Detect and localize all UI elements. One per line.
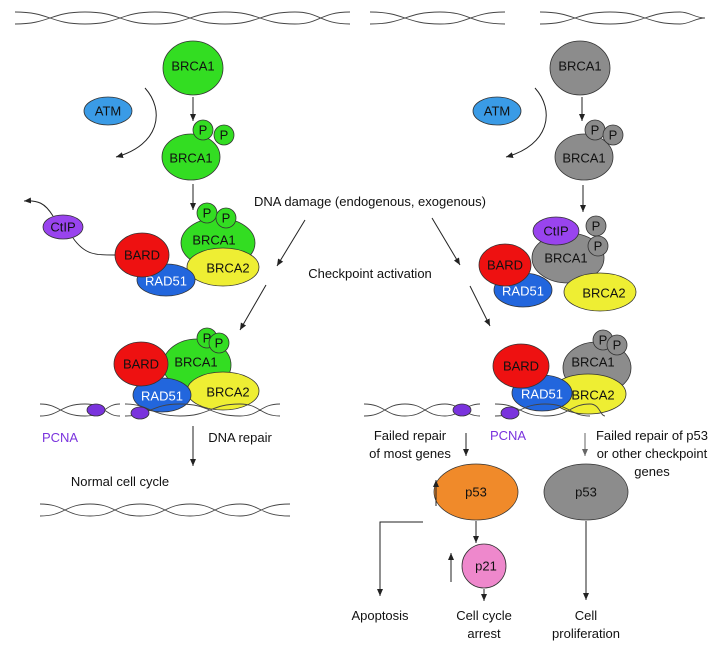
svg-text:BARD: BARD: [124, 248, 160, 263]
pcna-icon: [130, 406, 150, 420]
dna-repair-label: DNA repair: [208, 430, 272, 445]
pcna-label: PCNA: [490, 428, 526, 443]
svg-text:CtIP: CtIP: [543, 224, 568, 239]
cell-proliferation-label: Cell: [575, 608, 598, 623]
dna-helix-top: [14, 11, 706, 25]
svg-text:BRCA1: BRCA1: [174, 355, 217, 370]
apoptosis-label: Apoptosis: [351, 608, 409, 623]
svg-text:P: P: [599, 333, 608, 348]
ctip-node: CtIP: [42, 214, 84, 240]
left-pathway: BRCA1 ATM BRCA1 P P BRCA1 P P BRCA2 RAD5…: [23, 40, 291, 517]
svg-text:BRCA2: BRCA2: [206, 385, 249, 400]
svg-text:RAD51: RAD51: [141, 389, 183, 404]
svg-text:BRCA2: BRCA2: [582, 286, 625, 301]
svg-text:P: P: [199, 123, 208, 138]
svg-text:P: P: [613, 338, 622, 353]
svg-text:BRCA2: BRCA2: [571, 388, 614, 403]
failed-repair-p53-label-2: or other checkpoint: [597, 446, 708, 461]
svg-text:ATM: ATM: [484, 104, 510, 119]
svg-text:P: P: [215, 336, 224, 351]
right-pathway: BRCA1 ATM BRCA1 P P BRCA1 P P CtIP BRCA2…: [351, 40, 708, 641]
repair-complex-1: BRCA1 P P BRCA2 RAD51 BARD: [114, 202, 260, 297]
checkpoint-activation-label: Checkpoint activation: [308, 266, 432, 281]
svg-text:RAD51: RAD51: [521, 387, 563, 402]
svg-text:P: P: [222, 211, 231, 226]
svg-text:P: P: [203, 331, 212, 346]
brca1-node-inactive: BRCA1: [549, 40, 611, 96]
svg-text:P: P: [220, 128, 229, 143]
cell-cycle-arrest-label-2: arrest: [467, 626, 501, 641]
svg-text:p53: p53: [465, 485, 487, 500]
svg-text:ATM: ATM: [95, 104, 121, 119]
repair-complex-inactive-1: BRCA1 P P CtIP BRCA2 RAD51 BARD: [478, 215, 637, 312]
svg-text:BRCA1: BRCA1: [544, 251, 587, 266]
atm-node: ATM: [472, 96, 522, 126]
svg-text:RAD51: RAD51: [145, 274, 187, 289]
svg-text:BARD: BARD: [123, 357, 159, 372]
dna-damaged-left: [39, 403, 281, 417]
pcna-icon: [452, 403, 472, 417]
pcna-icon: [86, 403, 106, 417]
normal-cell-cycle-label: Normal cell cycle: [71, 474, 169, 489]
svg-text:BRCA1: BRCA1: [558, 59, 601, 74]
svg-text:CtIP: CtIP: [50, 220, 75, 235]
svg-text:P: P: [591, 123, 600, 138]
svg-text:p53: p53: [575, 485, 597, 500]
svg-text:p21: p21: [475, 559, 497, 574]
p53-inactive-node: p53: [543, 463, 629, 521]
brca1-node: BRCA1: [162, 40, 224, 96]
dna-damage-label: DNA damage (endogenous, exogenous): [254, 194, 486, 209]
failed-repair-p53-label-3: genes: [634, 464, 670, 479]
cell-cycle-arrest-label: Cell cycle: [456, 608, 512, 623]
svg-text:BRCA1: BRCA1: [171, 59, 214, 74]
failed-repair-most-label-2: of most genes: [369, 446, 451, 461]
failed-repair-p53-label: Failed repair of p53: [596, 428, 708, 443]
p53-active-node: p53: [433, 463, 519, 521]
repair-complex-inactive-2: BRCA1 P P BRCA2 RAD51 BARD: [492, 329, 632, 415]
cell-proliferation-label-2: proliferation: [552, 626, 620, 641]
svg-text:BRCA1: BRCA1: [562, 151, 605, 166]
failed-repair-most-label: Failed repair: [374, 428, 447, 443]
svg-text:P: P: [203, 206, 212, 221]
phospho-brca1: BRCA1 P P: [161, 119, 235, 181]
p21-node: p21: [461, 543, 507, 589]
svg-text:RAD51: RAD51: [502, 284, 544, 299]
repair-complex-2: BRCA1 P P BRCA2 RAD51 BARD: [113, 327, 260, 413]
dna-helix-normal: [39, 503, 291, 517]
svg-text:BARD: BARD: [503, 359, 539, 374]
atm-node: ATM: [83, 96, 133, 126]
svg-text:BRCA1: BRCA1: [169, 151, 212, 166]
svg-text:P: P: [594, 239, 603, 254]
phospho-brca1-inactive: BRCA1 P P: [554, 119, 624, 181]
svg-text:BRCA2: BRCA2: [206, 261, 249, 276]
svg-text:BRCA1: BRCA1: [192, 233, 235, 248]
pcna-icon: [500, 406, 520, 420]
pcna-label: PCNA: [42, 430, 78, 445]
svg-text:P: P: [609, 128, 618, 143]
svg-text:BRCA1: BRCA1: [571, 355, 614, 370]
svg-text:P: P: [592, 219, 601, 234]
svg-text:BARD: BARD: [487, 258, 523, 273]
